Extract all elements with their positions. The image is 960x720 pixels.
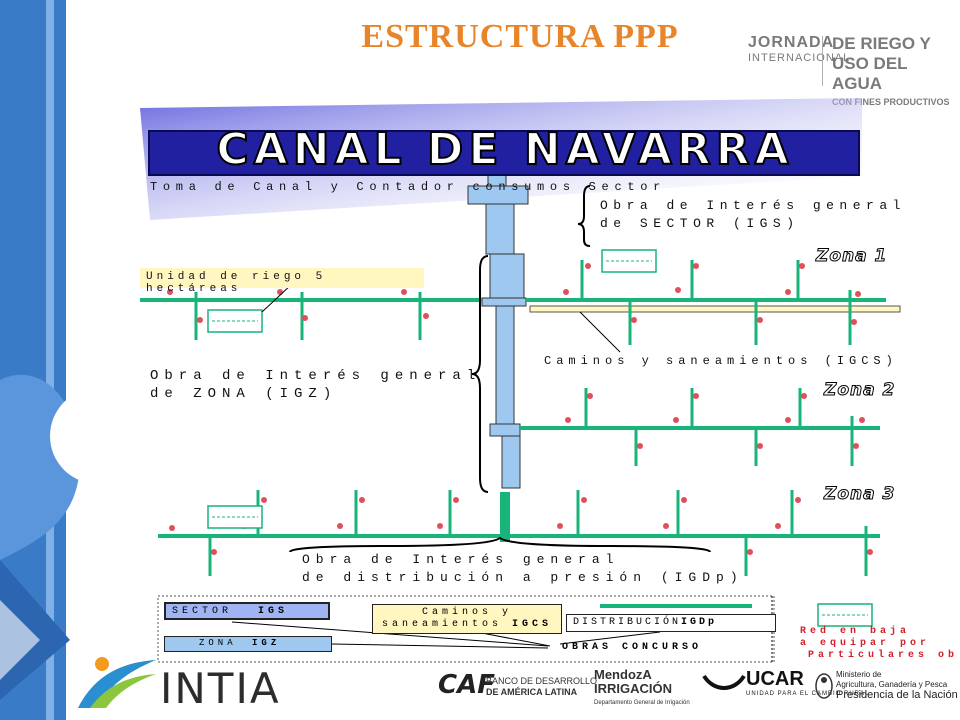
riego-line1: DE RIEGO Y [832, 34, 931, 53]
logo-divider [822, 36, 823, 86]
unidad-pointer [261, 283, 293, 313]
zona3-label: Zona 3 [823, 484, 896, 505]
mendoza-line2: IRRIGACIÓN [594, 681, 672, 696]
ucar-sub: UNIDAD PARA EL CAMBIO RURAL [746, 691, 870, 697]
caf-subtitle: BANCO DE DESARROLLO DE AMÉRICA LATINA [486, 676, 597, 698]
igz-brace [471, 255, 489, 493]
legend-distribucion-code: IGDp [681, 617, 718, 628]
caminos-label: Caminos y saneamientos (IGCS) [544, 354, 898, 368]
trunk-green [500, 492, 510, 542]
legend-arrow-4 [559, 631, 661, 645]
legend-arrow-1 [231, 621, 549, 647]
igs-label-line2: de SECTOR (IGS) [600, 216, 800, 231]
legend-zona-code: IGZ [252, 638, 281, 648]
igdp-brace [289, 536, 711, 553]
canal-banner [148, 130, 860, 176]
jornada-line2: INTERNACIONAL [748, 52, 851, 64]
legend-zona: ZONA IGZ [164, 636, 332, 652]
legend-obras: OBRAS CONCURSO [562, 642, 703, 653]
mendoza-sub: Departamento General de Irrigación [594, 700, 690, 706]
zona1-label: Zona 1 [815, 246, 888, 267]
intia-logo-icon [78, 657, 156, 708]
trunk-segment-1 [485, 203, 515, 255]
caminos-strip [529, 305, 901, 313]
caminos-pointer [579, 311, 621, 353]
igz-label-line2: de ZONA (IGZ) [150, 386, 338, 402]
ucar-logo: UCAR UNIDAD PARA EL CAMBIO RURAL [746, 668, 869, 697]
legend-caminos-code: IGCS [512, 619, 553, 630]
riego-logo: DE RIEGO Y USO DEL AGUA CON FINES PRODUC… [832, 34, 960, 107]
legend-sector-code: IGS [258, 606, 289, 617]
legend-caminos: Caminos y saneamientos IGCS [372, 604, 562, 634]
legend-red-line2: a equipar por [800, 638, 931, 649]
trunk-segment-4 [501, 435, 521, 489]
caf-sub-line2: DE AMÉRICA LATINA [486, 687, 578, 697]
trunk-segment-3 [495, 305, 515, 425]
igz-label-line1: Obra de Interés general [150, 368, 482, 384]
igs-label-line1: Obra de Interés general [600, 198, 906, 213]
intia-logo-text: INTIA [160, 664, 281, 713]
mendoza-line1: MendozA [594, 667, 652, 682]
ministerio-logo: Ministerio de Agricultura, Ganadería y P… [836, 670, 958, 701]
min-line1: Ministerio de [836, 670, 882, 679]
toma-label: Toma de Canal y Contador consumos Sector [150, 180, 667, 194]
legend-red-line3: Particulares ob [808, 650, 959, 661]
legend-sector: SECTOR IGS [164, 602, 330, 620]
legend-red-line1: Red en baja [800, 626, 911, 637]
min-line2: Agricultura, Ganadería y Pesca [836, 680, 948, 689]
riego-line3: CON FINES PRODUCTIVOS [832, 97, 950, 107]
ucar-title: UCAR [746, 668, 804, 690]
legend-caminos-line1: Caminos y [421, 607, 512, 618]
legend-distribucion: DISTRIBUCIÓNIGDp [566, 614, 776, 632]
trunk-flange [481, 297, 527, 307]
zona2-label: Zona 2 [823, 380, 896, 401]
legend-caminos-line2: saneamientos [381, 619, 502, 630]
min-line3: Presidencia de la Nación [836, 689, 958, 701]
igdp-label-line2: de distribución a presión (IGDp) [302, 570, 744, 585]
canal-banner-text: CANAL DE NAVARRA [215, 123, 794, 176]
left-band-decoration [0, 0, 110, 720]
caf-sub-line1: BANCO DE DESARROLLO [486, 676, 598, 686]
trunk-flange-2 [489, 423, 521, 437]
zona2-network [520, 388, 880, 466]
caf-logo: CAF [438, 670, 495, 700]
zona1-network [140, 260, 901, 345]
igdp-label-line1: Obra de Interés general [302, 552, 620, 567]
trunk-segment-2 [489, 253, 525, 299]
mendoza-logo: MendozA IRRIGACIÓN Departamento General … [594, 668, 690, 710]
jornada-line1: JORNADA [748, 34, 835, 51]
argentina-seal-icon [815, 673, 833, 699]
unidad-label: Unidad de riego 5 hectáreas [140, 268, 424, 295]
legend-arrow-2 [331, 643, 549, 649]
slide-title: ESTRUCTURA PPP [361, 18, 679, 55]
legend-sector-label: SECTOR [172, 606, 233, 617]
riego-line2: USO DEL AGUA [832, 54, 908, 93]
legend-zona-label: ZONA [199, 638, 237, 648]
legend-distribucion-label: DISTRIBUCIÓN [573, 617, 682, 628]
zona3-network [158, 490, 880, 576]
jornada-logo: JORNADA INTERNACIONAL [748, 34, 850, 64]
ucar-wave-icon [702, 674, 746, 690]
igs-brace [577, 185, 591, 247]
